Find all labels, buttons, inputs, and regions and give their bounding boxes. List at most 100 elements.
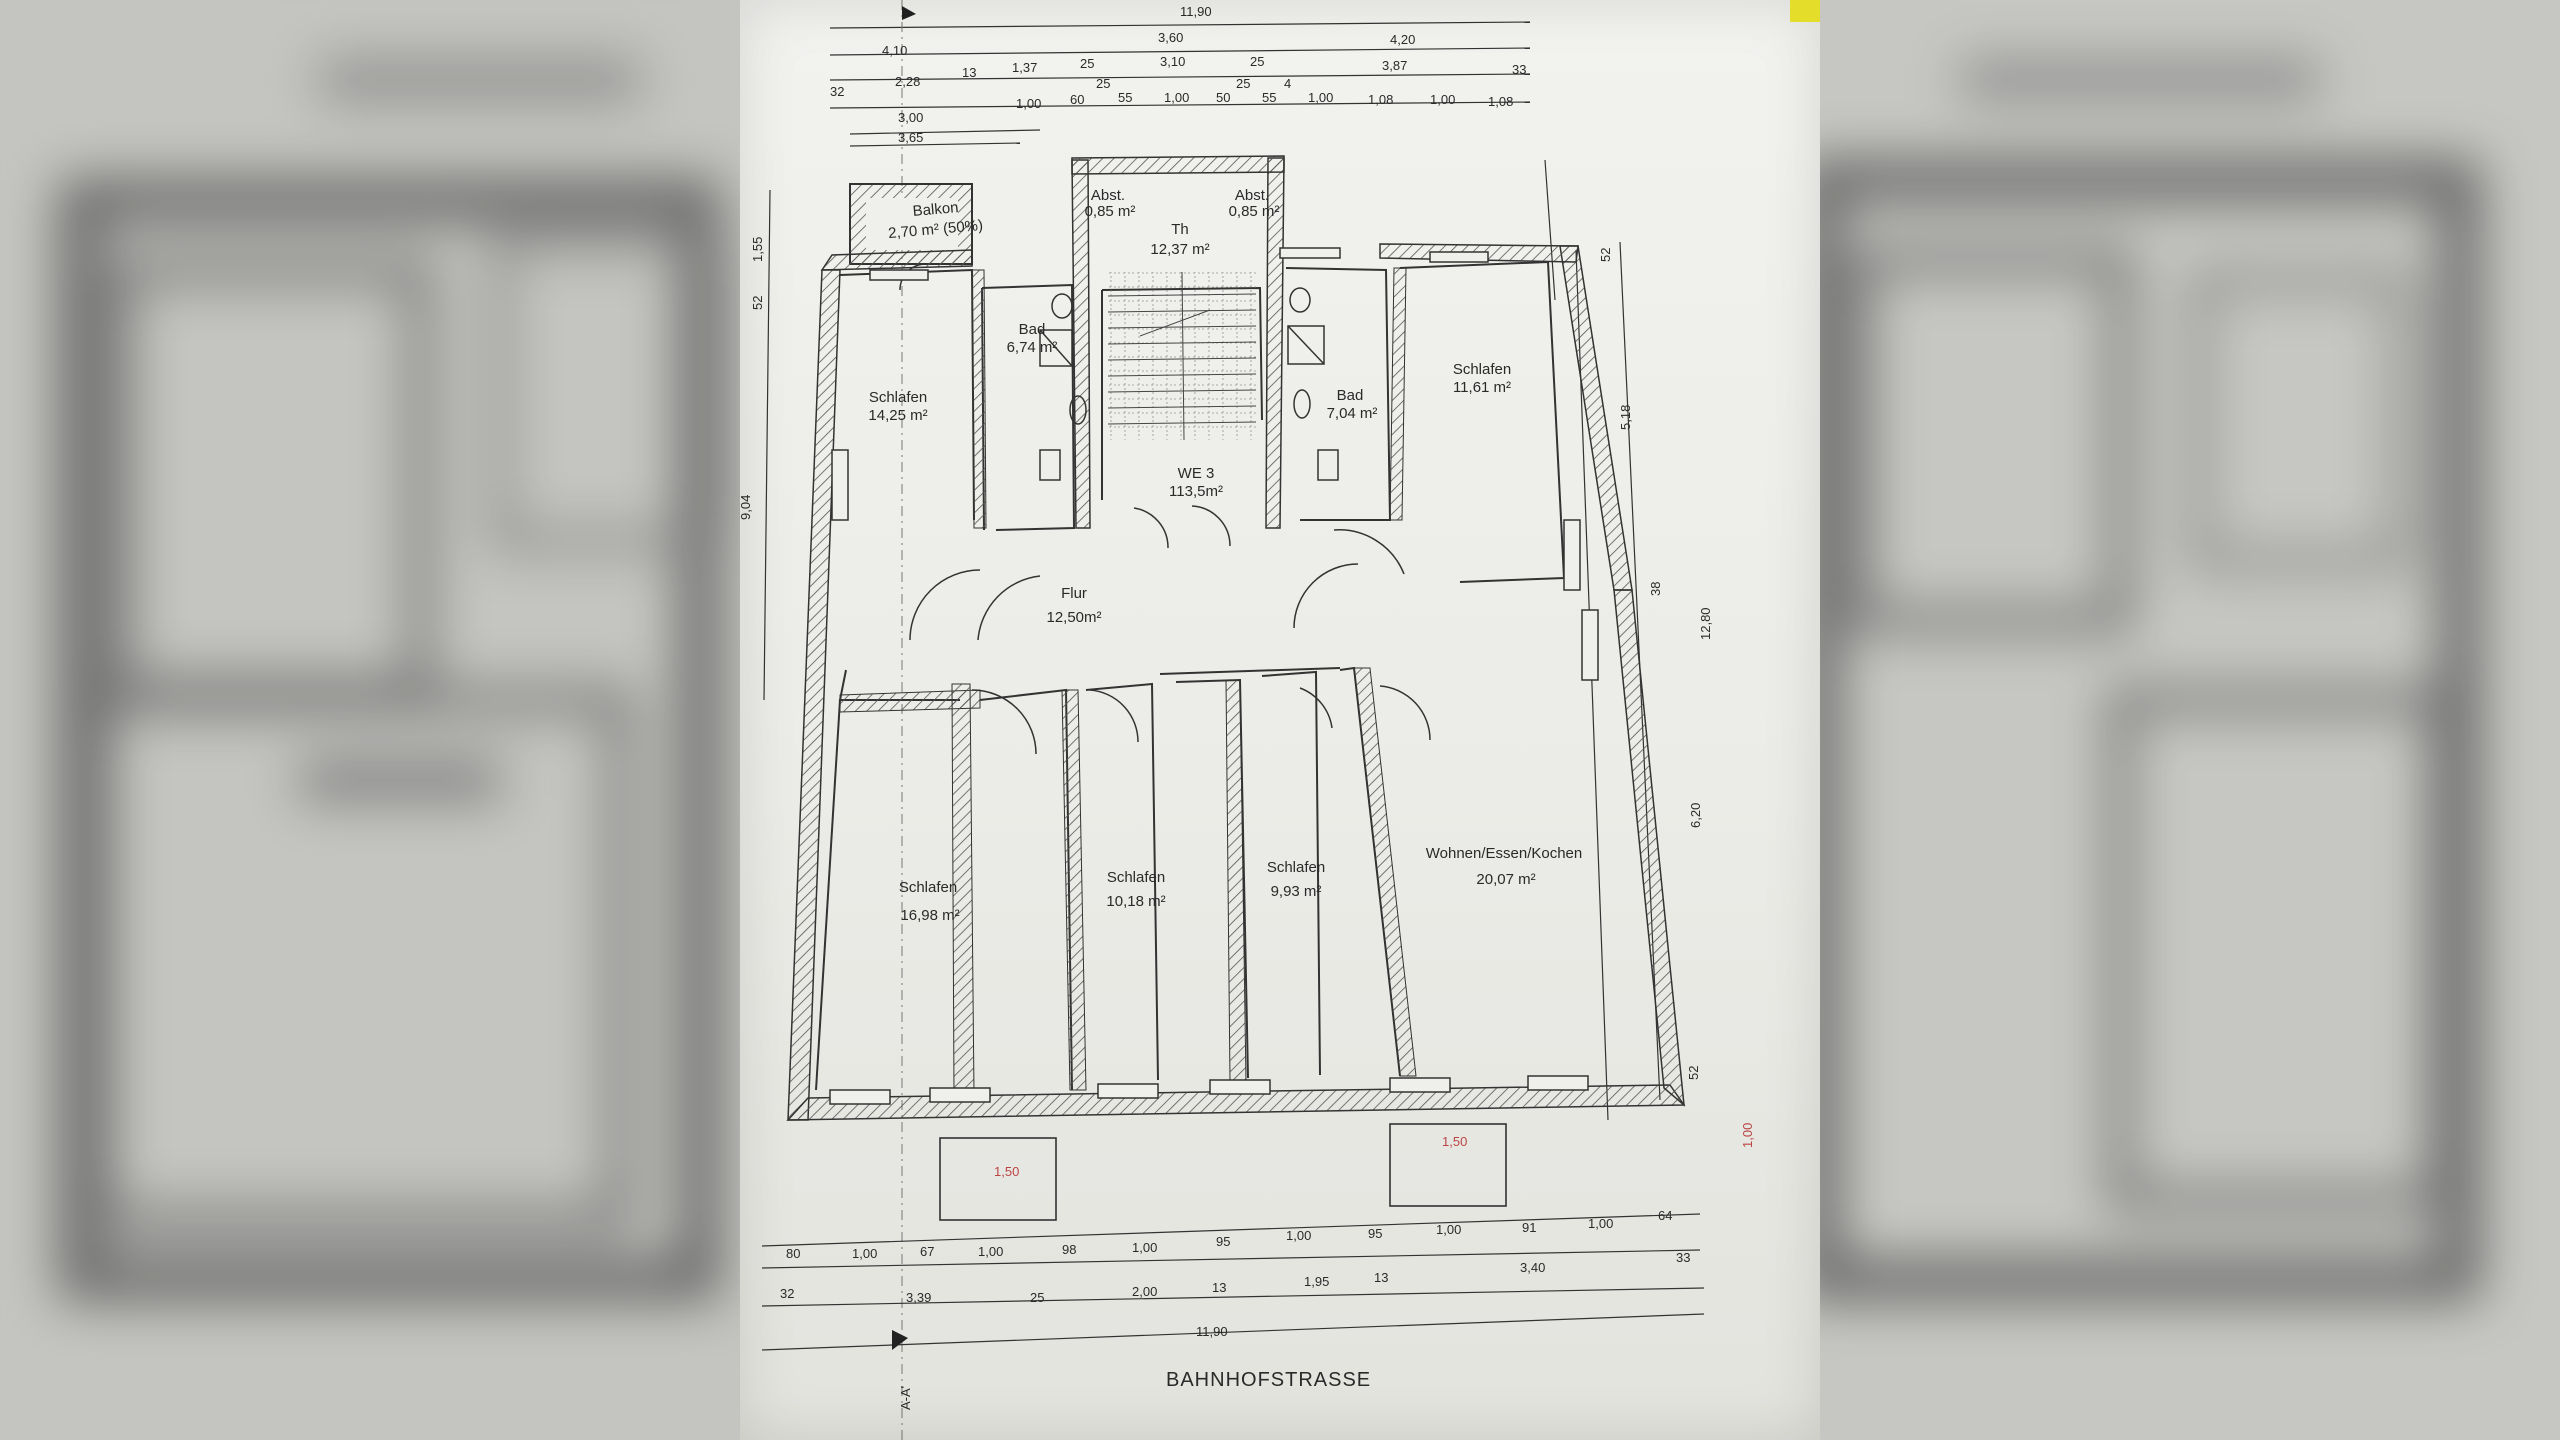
dim-top: 32: [830, 84, 844, 99]
dim-top: 50: [1216, 90, 1230, 105]
dim-top: 25: [1250, 54, 1264, 69]
dim-bottom: 1,00: [1286, 1228, 1311, 1243]
dim-right: 6,20: [1688, 803, 1703, 828]
blurred-background-left: [0, 0, 740, 1440]
room-th: Th 12,37 m²: [1150, 221, 1209, 258]
dim-bottom: 13: [1212, 1280, 1226, 1295]
dim-bottom: 1,00: [852, 1246, 877, 1261]
section-arrow-top: [902, 6, 916, 20]
dim-right: 5,18: [1618, 405, 1633, 430]
dim-bottom: 80: [786, 1246, 800, 1261]
dim-top: 1,00: [1430, 92, 1455, 107]
room-name: Abst.: [1091, 187, 1125, 204]
dim-top: 3,87: [1382, 58, 1407, 73]
right-dimension-chain: [1544, 159, 1661, 1121]
dim-top: 3,60: [1158, 30, 1183, 45]
room-schlafen-s3: Schlafen 9,93 m²: [1267, 859, 1325, 900]
dim-top: 4: [1284, 76, 1291, 91]
room-area: 7,04 m²: [1327, 405, 1378, 422]
cabinet-icon: [1317, 449, 1339, 481]
toilet-icon: [1051, 293, 1073, 319]
bottom-dimension-chain: [761, 1213, 1705, 1351]
section-arrow-bottom: [892, 1330, 908, 1350]
floor-plan-sheet: 11,90 4,10 3,60 4,20 32 2,28 13 1,37 25 …: [740, 0, 1820, 1440]
room-area: 0,85 m²: [1085, 203, 1136, 220]
dim-bottom: 95: [1368, 1226, 1382, 1241]
shower-icon: [1287, 325, 1325, 365]
window-openings: [829, 247, 1599, 1105]
dim-top: 3,00: [898, 110, 923, 125]
room-bad-left: Bad 6,74 m²: [1007, 321, 1058, 356]
interior-walls: [815, 260, 1566, 1091]
toilet-icon: [1289, 287, 1311, 313]
dim-right: 52: [1686, 1066, 1701, 1080]
room-we3: WE 3 113,5m²: [1169, 465, 1223, 500]
room-name: Schlafen: [1107, 869, 1165, 886]
room-name: Schlafen: [1453, 361, 1511, 378]
dim-top: 1,00: [1308, 90, 1333, 105]
dim-bottom: 3,39: [906, 1290, 931, 1305]
dim-top: 1,08: [1368, 92, 1393, 107]
room-area: 9,93 m²: [1271, 883, 1322, 900]
dim-bottom: 1,95: [1304, 1274, 1329, 1289]
room-abst-right: Abst. 0,85 m²: [1229, 187, 1280, 220]
door-swings: [899, 263, 1431, 755]
room-area: 12,37 m²: [1150, 241, 1209, 258]
balcony-depth: 1,50: [1442, 1134, 1467, 1149]
room-area: 12,50m²: [1046, 609, 1101, 626]
dim-overall-bottom: 11,90: [1196, 1324, 1228, 1339]
room-schlafen-sw: Schlafen 16,98 m²: [899, 879, 960, 924]
dim-bottom: 33: [1676, 1250, 1690, 1265]
yellow-sticky-note: [1790, 0, 1820, 22]
floor-plan-drawing: 11,90 4,10 3,60 4,20 32 2,28 13 1,37 25 …: [740, 0, 1755, 1440]
room-area: 11,61 m²: [1453, 379, 1511, 396]
dim-right: 1,00: [1740, 1123, 1755, 1148]
sink-icon: [1293, 389, 1311, 419]
room-schlafen-nw: Schlafen 14,25 m²: [868, 389, 927, 424]
apartment-area: 113,5m²: [1169, 483, 1223, 500]
dim-bottom: 2,00: [1132, 1284, 1157, 1299]
dim-top: 60: [1070, 92, 1084, 107]
room-name: Balkon: [912, 199, 959, 220]
shower-icon: [1039, 329, 1073, 367]
dim-bottom: 67: [920, 1244, 934, 1259]
room-name: Wohnen/Essen/Kochen: [1426, 845, 1583, 862]
bath-fixtures: [1039, 287, 1339, 481]
left-dimension-chain: [763, 189, 771, 701]
room-name: Th: [1171, 221, 1189, 238]
apartment-label: WE 3: [1178, 465, 1215, 482]
dim-top: 4,10: [882, 43, 907, 58]
room-abst-left: Abst. 0,85 m²: [1085, 187, 1136, 220]
top-dimension-chain: [829, 0, 1531, 1440]
stair-treads: [1106, 271, 1258, 441]
room-schlafen-s2: Schlafen 10,18 m²: [1106, 869, 1165, 910]
dim-top: 33: [1512, 62, 1526, 77]
room-name: Schlafen: [1267, 859, 1325, 876]
dim-top: 55: [1262, 90, 1276, 105]
dim-top: 25: [1080, 56, 1094, 71]
dim-bottom: 64: [1658, 1208, 1672, 1223]
room-schlafen-ne: Schlafen 11,61 m²: [1453, 361, 1511, 396]
dim-top: 1,08: [1488, 94, 1513, 109]
dim-bottom: 91: [1522, 1220, 1536, 1235]
dim-top: 25: [1096, 76, 1110, 91]
room-area: 10,18 m²: [1106, 893, 1165, 910]
room-bad-right: Bad 7,04 m²: [1327, 387, 1378, 422]
room-name: Abst.: [1235, 187, 1269, 204]
dim-top: 2,28: [895, 74, 920, 89]
wall-hatching: [839, 267, 1417, 1097]
room-name: Schlafen: [899, 879, 957, 896]
dim-right: 12,80: [1698, 607, 1713, 640]
dim-bottom: 98: [1062, 1242, 1076, 1257]
cabinet-icon: [1039, 449, 1061, 481]
dim-bottom: 1,00: [978, 1244, 1003, 1259]
balcony-depth: 1,50: [994, 1164, 1019, 1179]
front-balconies: [939, 1123, 1507, 1221]
room-area: 14,25 m²: [868, 407, 927, 424]
room-area: 0,85 m²: [1229, 203, 1280, 220]
dim-top: 25: [1236, 76, 1250, 91]
outer-walls: [786, 155, 1686, 1121]
dim-right: 52: [1598, 248, 1613, 262]
room-labels: Abst. 0,85 m² Abst. 0,85 m² Th 12,37 m² …: [868, 187, 1582, 924]
room-area: 20,07 m²: [1476, 871, 1535, 888]
